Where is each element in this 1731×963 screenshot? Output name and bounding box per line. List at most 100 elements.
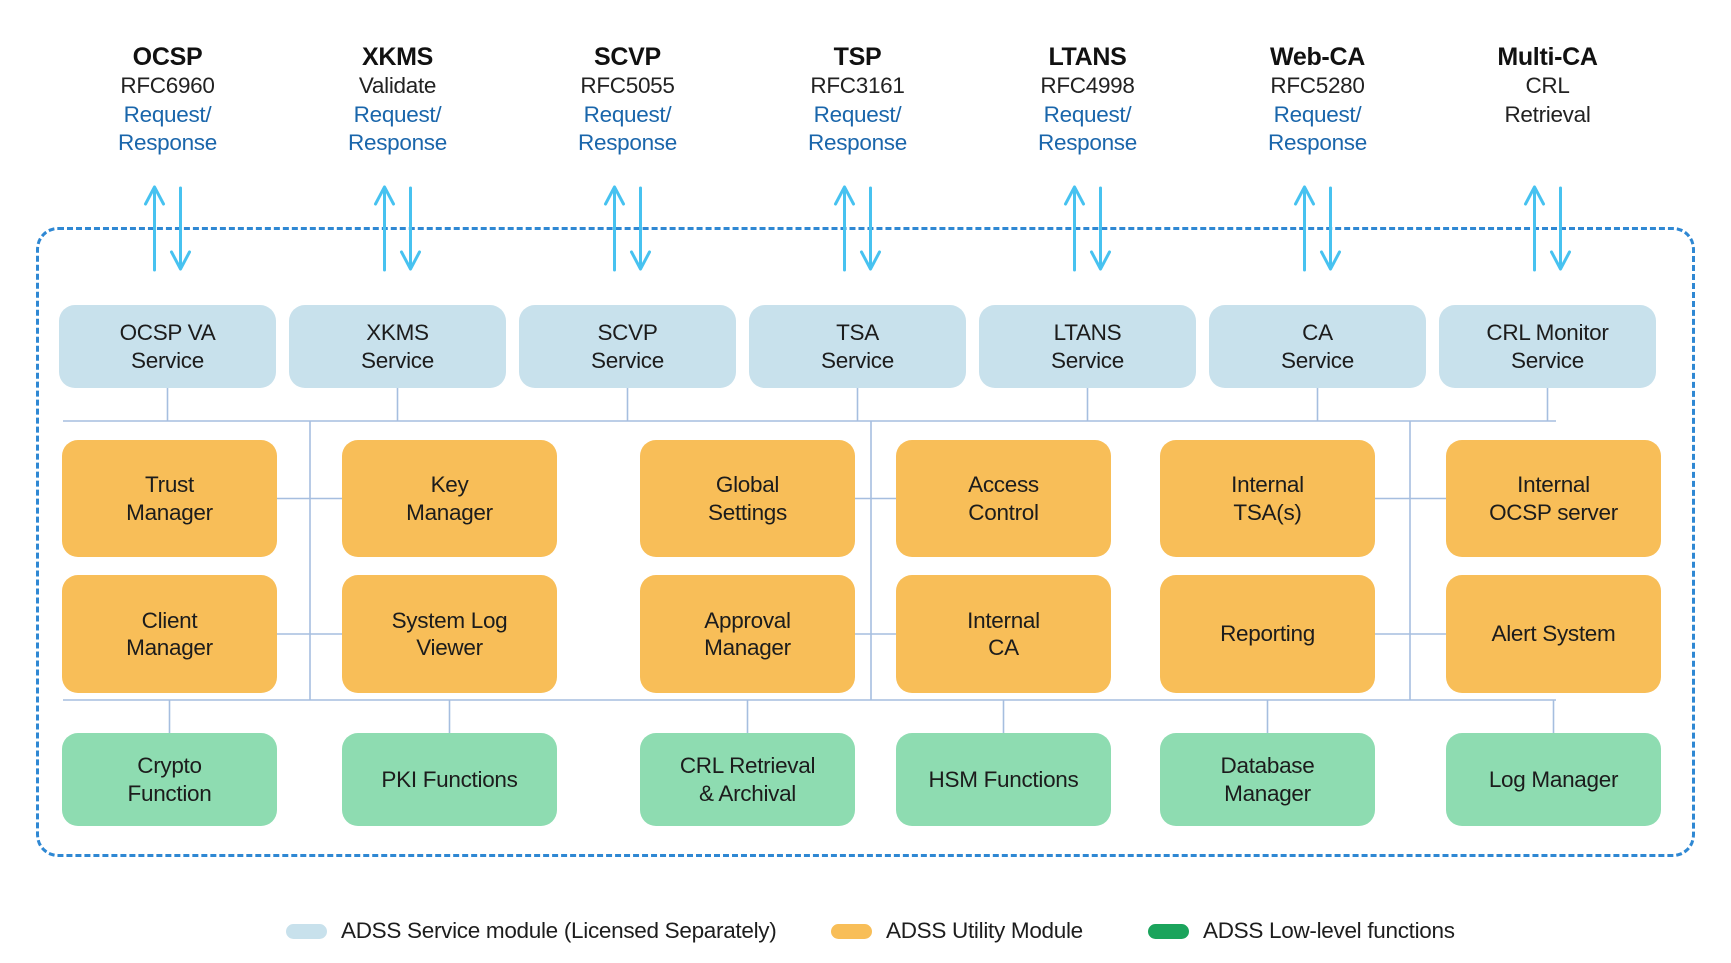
protocol-title: XKMS	[361, 43, 434, 71]
legend-label: ADSS Service module (Licensed Separately…	[341, 918, 777, 943]
protocol-request-label: Request/	[123, 101, 212, 127]
protocol-title: LTANS	[1048, 43, 1127, 71]
response-down-arrow-icon	[400, 186, 421, 271]
service-box-label: Service	[1051, 347, 1124, 373]
response-down-arrow-icon	[860, 186, 881, 271]
protocol-subtitle: Validate	[358, 73, 437, 98]
request-response-arrow-pair	[834, 185, 881, 272]
response-down-arrow-icon	[1550, 186, 1571, 271]
utility-box-label: Internal	[967, 607, 1040, 633]
utility-box-label: TSA(s)	[1233, 499, 1302, 525]
utility-box-label: Reporting	[1220, 621, 1315, 647]
service-box-label: Service	[131, 347, 204, 373]
service-box-label: Service	[821, 347, 894, 373]
lowlevel-box-label: & Archival	[698, 780, 797, 806]
utility-box-label: Alert System	[1491, 621, 1616, 647]
utility-box-label: Settings	[708, 499, 787, 525]
utility-box: Reporting	[1160, 575, 1375, 693]
legend-item: ADSS Service module (Licensed Separately…	[286, 918, 777, 944]
utility-box-label: CA	[988, 635, 1019, 660]
lowlevel-box-label: Function	[127, 780, 212, 806]
protocol-response-label: Response	[578, 130, 677, 155]
lowlevel-box: HSM Functions	[896, 733, 1111, 826]
response-down-arrow-icon	[170, 186, 191, 271]
protocol-request-label: Request/	[1273, 101, 1362, 127]
request-up-arrow-icon	[1064, 185, 1085, 272]
request-response-arrows	[144, 185, 1571, 272]
utility-box-label: Control	[968, 499, 1039, 525]
lowlevel-box-label: CRL Retrieval	[679, 753, 816, 778]
protocol-title: Multi-CA	[1497, 43, 1598, 71]
protocol-response-label: Response	[808, 130, 907, 155]
protocol-title: TSP	[833, 43, 882, 71]
legend-label: ADSS Utility Module	[886, 918, 1083, 943]
utility-box-label: Approval	[704, 607, 791, 633]
utility-box-label: Global	[715, 472, 780, 497]
protocol-subtitle: RFC6960	[120, 73, 215, 98]
protocol-request-label: Request/	[1043, 101, 1132, 127]
utility-box-label: System Log	[391, 607, 508, 633]
lowlevel-box-label: Database	[1220, 753, 1315, 778]
legend-item: ADSS Low-level functions	[1148, 918, 1455, 944]
protocol-response-label: Response	[348, 130, 447, 155]
response-down-arrow-icon	[1320, 186, 1341, 271]
protocol-subtitle: CRL	[1525, 73, 1570, 98]
lowlevel-box-label: Crypto	[137, 753, 202, 778]
protocol-subtitle: RFC3161	[810, 73, 905, 98]
service-box-label: CA	[1302, 320, 1333, 345]
lowlevel-box: CRL Retrieval& Archival	[640, 733, 855, 826]
service-box-label: CRL Monitor	[1486, 320, 1609, 345]
legend-swatch-icon	[831, 923, 872, 939]
request-response-arrow-pair	[604, 185, 651, 272]
protocol-title: OCSP	[132, 43, 203, 71]
protocol-response-label: Response	[1038, 130, 1137, 155]
service-box-label: LTANS	[1053, 320, 1122, 345]
protocol-request-label: Request/	[583, 101, 672, 127]
service-box-label: Service	[1511, 347, 1584, 373]
service-box-label: Service	[591, 347, 664, 373]
protocol-request-label: Request/	[813, 101, 902, 127]
protocol-title: SCVP	[594, 43, 661, 71]
utility-box-label: Access	[968, 472, 1039, 497]
service-box-label: OCSP VA	[119, 320, 216, 345]
request-up-arrow-icon	[604, 185, 625, 272]
legend-label: ADSS Low-level functions	[1203, 918, 1455, 943]
request-up-arrow-icon	[1294, 185, 1315, 272]
adss-server-boundary	[36, 227, 1695, 857]
utility-box-label: Manager	[704, 635, 791, 660]
utility-box-label: OCSP server	[1489, 499, 1618, 525]
service-box-label: SCVP	[597, 320, 658, 345]
service-box-label: Service	[361, 347, 434, 373]
protocol-response-label: Response	[1268, 130, 1367, 155]
lowlevel-box-label: HSM Functions	[928, 766, 1079, 792]
protocol-response-label: Response	[118, 130, 217, 155]
protocol-subtitle: Retrieval	[1504, 101, 1591, 127]
utility-box-label: Key	[430, 472, 469, 497]
request-up-arrow-icon	[374, 185, 395, 272]
request-up-arrow-icon	[1524, 185, 1545, 272]
lowlevel-box: Log Manager	[1446, 733, 1661, 826]
